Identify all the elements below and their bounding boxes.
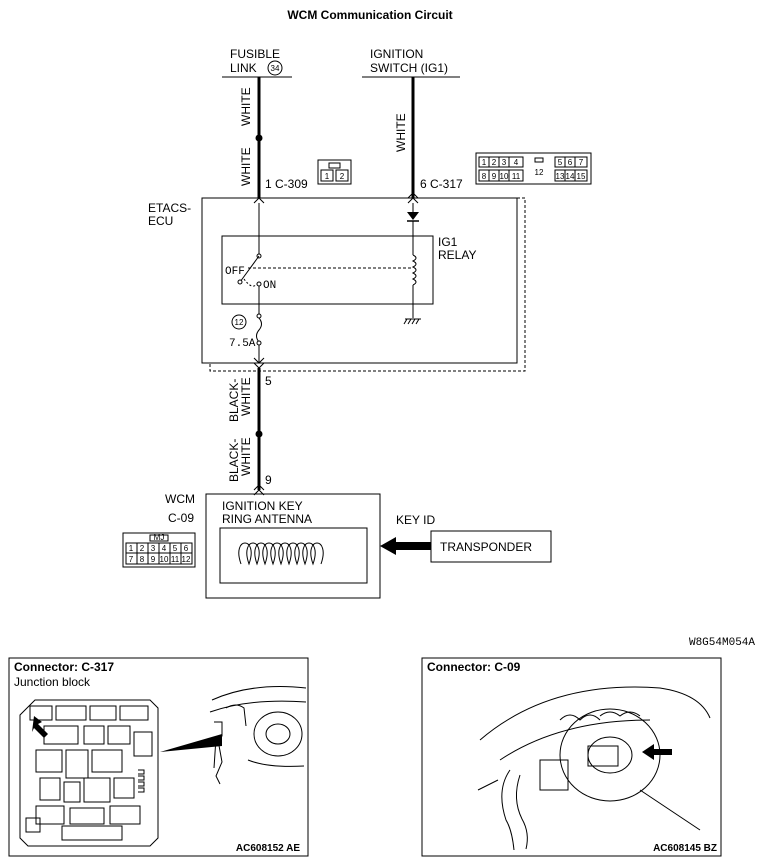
svg-text:7: 7 [579,158,584,167]
antenna-coil-box [219,527,368,584]
fusible-link-label-2: LINK [230,61,257,75]
svg-text:3: 3 [502,158,507,167]
fuse-icon [256,317,262,343]
dashboard-illustration-left [209,686,307,785]
key-id-arrow-icon [380,537,431,555]
etacs-ecu-label: ETACS- [148,201,191,215]
svg-text:13: 13 [556,172,565,181]
callout-arrow-right-icon [642,744,672,760]
relay-switch-contact [239,255,260,283]
pin-c317: 6 C-317 [420,177,463,191]
ground-icon [403,318,421,325]
panel-left-code: AC608152 AE [236,843,300,854]
svg-text:12: 12 [535,168,544,177]
wire-color-bw-1b: WHITE [239,377,253,416]
svg-text:8: 8 [482,172,487,181]
panel-right-code: AC608145 BZ [653,843,717,854]
ignition-switch-label-2: SWITCH (IG1) [370,61,448,75]
wire-color-white-3: WHITE [394,113,408,152]
wcm-connector: C-09 [168,511,194,525]
switch-off-label: OFF [225,266,245,278]
connector-c09-panel [421,657,722,857]
wcm-label: WCM [165,492,195,506]
relay-label-2: RELAY [438,248,476,262]
wire-color-bw-2: BLACK- [227,439,241,482]
fuse-number: 12 [235,318,244,327]
svg-text:1: 1 [482,158,487,167]
fusible-link-number-circle [267,60,283,76]
callout-arrow-icon [32,716,48,738]
diagram-code: W8G54M054A [689,637,755,649]
diagram-title: WCM Communication Circuit [287,8,452,22]
connector-c317-panel [8,657,309,857]
panel-right-title: Connector: C-09 [427,660,521,674]
connector-c309-icon: 1 2 [317,159,352,185]
svg-text:9: 9 [492,172,497,181]
svg-text:2: 2 [140,544,145,553]
pin-9: 9 [265,473,272,487]
fusible-link-label: FUSIBLE [230,47,280,61]
svg-text:4: 4 [162,544,167,553]
svg-text:11: 11 [171,555,180,564]
wire-color-white-1: WHITE [239,87,253,126]
relay-label: IG1 [438,235,458,249]
connector-c317-icon: 1 2 3 4 5 6 7 8 9 10 11 12 13 14 15 [475,152,592,185]
antenna-coil-icon [238,542,324,566]
wire-color-bw-1: BLACK- [227,379,241,422]
key-id-label: KEY ID [396,513,435,527]
wire-color-bw-2b: WHITE [239,437,253,476]
svg-text:10: 10 [500,172,509,181]
svg-text:10: 10 [160,555,169,564]
svg-text:7: 7 [129,555,134,564]
fuse-number-circle [231,314,247,330]
svg-text:15: 15 [577,172,586,181]
svg-text:12: 12 [182,555,191,564]
dashboard-illustration-right [477,686,711,851]
etacs-ecu-label-2: ECU [148,214,173,228]
svg-text:5: 5 [558,158,563,167]
svg-text:2: 2 [340,172,345,181]
svg-text:11: 11 [512,172,521,181]
wire-color-white-2: WHITE [239,147,253,186]
svg-text:6: 6 [568,158,573,167]
pin-c309: 1 C-309 [265,177,308,191]
relay-coil-icon [411,254,417,286]
relay-box [221,235,434,305]
svg-text:5: 5 [173,544,178,553]
ignition-switch-label: IGNITION [370,47,423,61]
svg-text:1: 1 [129,544,134,553]
svg-text:MJ: MJ [154,533,165,542]
panel-left-subtitle: Junction block [14,675,91,689]
switch-on-label: ON [263,280,276,292]
junction-block-illustration [19,699,159,847]
fusible-link-number: 34 [271,64,280,73]
svg-text:8: 8 [140,555,145,564]
diode-icon [407,212,419,220]
transponder-box [430,530,552,563]
antenna-label-2: RING ANTENNA [222,512,312,526]
etacs-dashed-outline [209,197,526,372]
svg-text:9: 9 [151,555,156,564]
splice-dot-2 [255,430,263,438]
svg-text:14: 14 [566,172,575,181]
callout-wedge [160,734,222,752]
svg-text:6: 6 [184,544,189,553]
svg-text:1: 1 [325,172,330,181]
connector-c09-icon: MJ 1 2 3 4 5 6 7 8 9 10 11 12 [122,532,196,568]
panel-left-title: Connector: C-317 [14,660,114,674]
etacs-ecu-box [201,197,518,364]
pin-5: 5 [265,374,272,388]
svg-text:3: 3 [151,544,156,553]
splice-dot [255,134,263,142]
fuse-rating: 7.5A [229,338,256,350]
svg-text:2: 2 [492,158,497,167]
antenna-label: IGNITION KEY [222,499,303,513]
transponder-label: TRANSPONDER [440,540,532,554]
svg-text:4: 4 [514,158,519,167]
